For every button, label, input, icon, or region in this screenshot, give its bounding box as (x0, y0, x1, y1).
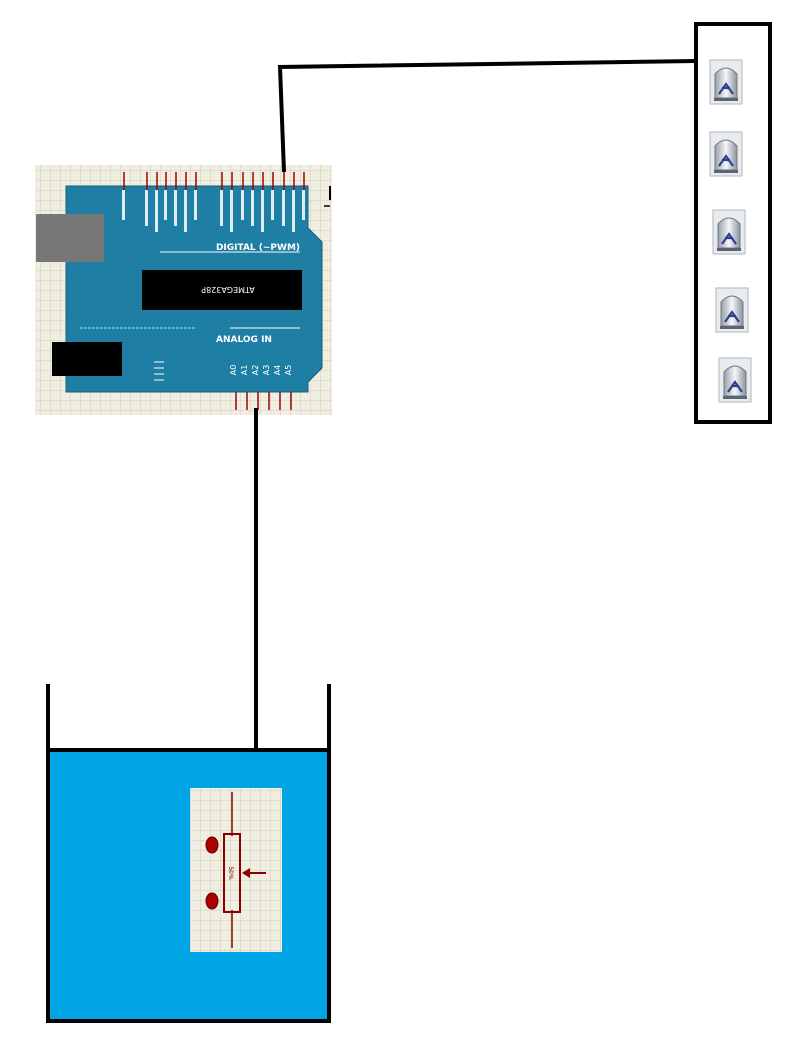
digital-pin-mark (230, 190, 233, 232)
digital-pin-mark (145, 190, 148, 226)
analog-pin-label: A1 (240, 365, 249, 376)
digital-pin-mark (155, 190, 158, 232)
analog-pin-label: A0 (229, 365, 238, 376)
digital-header-label: DIGITAL (~PWM) (216, 243, 300, 253)
wires (254, 59, 697, 750)
sensor-grid-background (190, 788, 282, 952)
analog-header-label: ANALOG IN (216, 335, 272, 345)
sensor-probe-bottom (205, 892, 219, 910)
digital-pin-mark (261, 190, 264, 232)
led-list (709, 59, 752, 403)
digital-pin-mark (292, 190, 295, 232)
analog-pin-label: A4 (273, 365, 282, 376)
digital-pin-leads (123, 172, 305, 190)
sensor-probe-top (205, 836, 219, 854)
digital-pin-mark (184, 190, 187, 232)
digital-pin-mark (164, 190, 167, 220)
water-tank: 50% (46, 684, 331, 1023)
digital-pin-mark (302, 190, 305, 220)
led (709, 131, 743, 177)
digital-pin-mark (174, 190, 177, 226)
wire-digital-to-leds (277, 59, 697, 173)
analog-pin-label: A3 (262, 365, 271, 376)
power-jack (52, 342, 122, 376)
digital-pin-mark (271, 190, 274, 220)
led (709, 59, 743, 105)
wiper-label: 50% (227, 866, 234, 880)
led (715, 287, 749, 333)
microcontroller-chip (142, 270, 302, 310)
water (48, 750, 329, 1021)
led-panel (694, 22, 772, 424)
digital-pin-mark (194, 190, 197, 220)
analog-pin-label: A2 (251, 365, 260, 376)
resistor-body (223, 833, 241, 913)
level-sensor: 50% (190, 788, 282, 952)
aref-marks (154, 361, 164, 381)
led (712, 209, 746, 255)
analog-pin-label: A5 (284, 365, 293, 376)
digital-pin-mark (241, 190, 244, 220)
analog-pin-leads (235, 392, 292, 410)
digital-pin-mark (122, 190, 125, 220)
digital-pin-mark (251, 190, 254, 226)
digital-pin-labels (122, 190, 305, 232)
usb-connector (36, 214, 104, 262)
chip-label: ATMEGA328P (201, 285, 255, 294)
digital-pin-mark (282, 190, 285, 226)
led (718, 357, 752, 403)
digital-pin-mark (220, 190, 223, 226)
